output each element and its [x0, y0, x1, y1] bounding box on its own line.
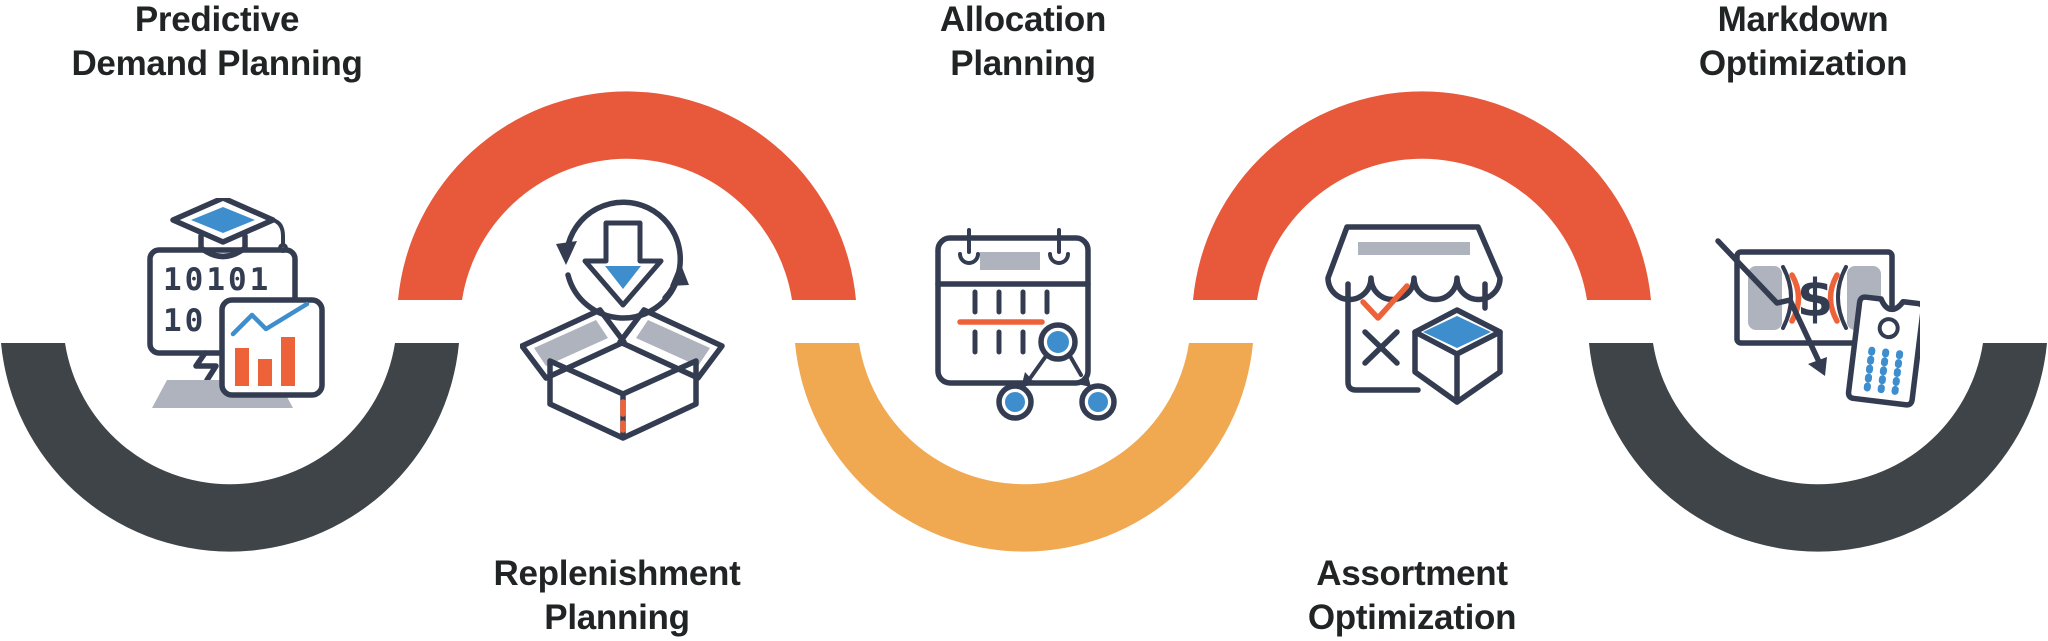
calendar-network-icon	[930, 226, 1130, 426]
check-mark-icon	[1360, 283, 1410, 321]
cube-icon	[1412, 307, 1503, 405]
wave-arc-assortment-optimization	[1193, 91, 1651, 301]
label-line: Replenishment	[493, 554, 741, 593]
label-line: Allocation	[939, 0, 1107, 39]
label-assortment-optimization: Assortment Optimization	[1202, 552, 1622, 640]
dollar-sign: $	[1797, 269, 1833, 329]
wave-arc-replenishment-planning	[398, 91, 856, 300]
price-tag-icon	[1845, 294, 1926, 408]
open-box-cycle-icon	[519, 198, 725, 443]
computer-analytics-icon: 10101 10	[145, 195, 325, 413]
wave-arc-allocation-planning	[795, 343, 1253, 552]
decline-arrow-icon	[1715, 238, 1827, 376]
label-line: Markdown	[1717, 0, 1889, 39]
allocation-network-icon	[996, 322, 1117, 421]
dollar-bill-icon: $	[1734, 249, 1895, 346]
label-replenishment-planning: Replenishment Planning	[407, 552, 827, 640]
label-line: Optimization	[1307, 598, 1517, 637]
storefront-cube-icon	[1325, 222, 1505, 407]
money-tag-icon: $	[1690, 200, 1926, 412]
storefront-icon	[1325, 224, 1503, 393]
label-line: Predictive	[134, 0, 300, 39]
calendar-icon	[935, 228, 1091, 386]
x-mark-icon	[1362, 329, 1400, 366]
label-allocation-planning: Allocation Planning	[813, 0, 1233, 86]
graduation-cap-icon	[170, 195, 288, 260]
label-line: Optimization	[1698, 44, 1908, 83]
label-markdown-optimization: Markdown Optimization	[1593, 0, 2013, 86]
label-line: Assortment	[1316, 554, 1508, 593]
bar-chart-panel-icon	[219, 297, 325, 398]
label-predictive-demand-planning: Predictive Demand Planning	[7, 0, 427, 86]
open-box-icon	[519, 307, 725, 441]
label-line: Demand Planning	[71, 44, 363, 83]
download-arrow-icon	[582, 220, 664, 308]
binary-text-row1: 10101	[163, 262, 271, 298]
label-line: Planning	[950, 44, 1096, 83]
label-line: Planning	[544, 598, 690, 637]
wave-arc-predictive-demand-planning	[1, 343, 459, 552]
cycle-arrows-icon	[556, 199, 689, 321]
binary-text-row2: 10	[163, 303, 206, 339]
wave-arc-markdown-optimization	[1589, 343, 2047, 552]
